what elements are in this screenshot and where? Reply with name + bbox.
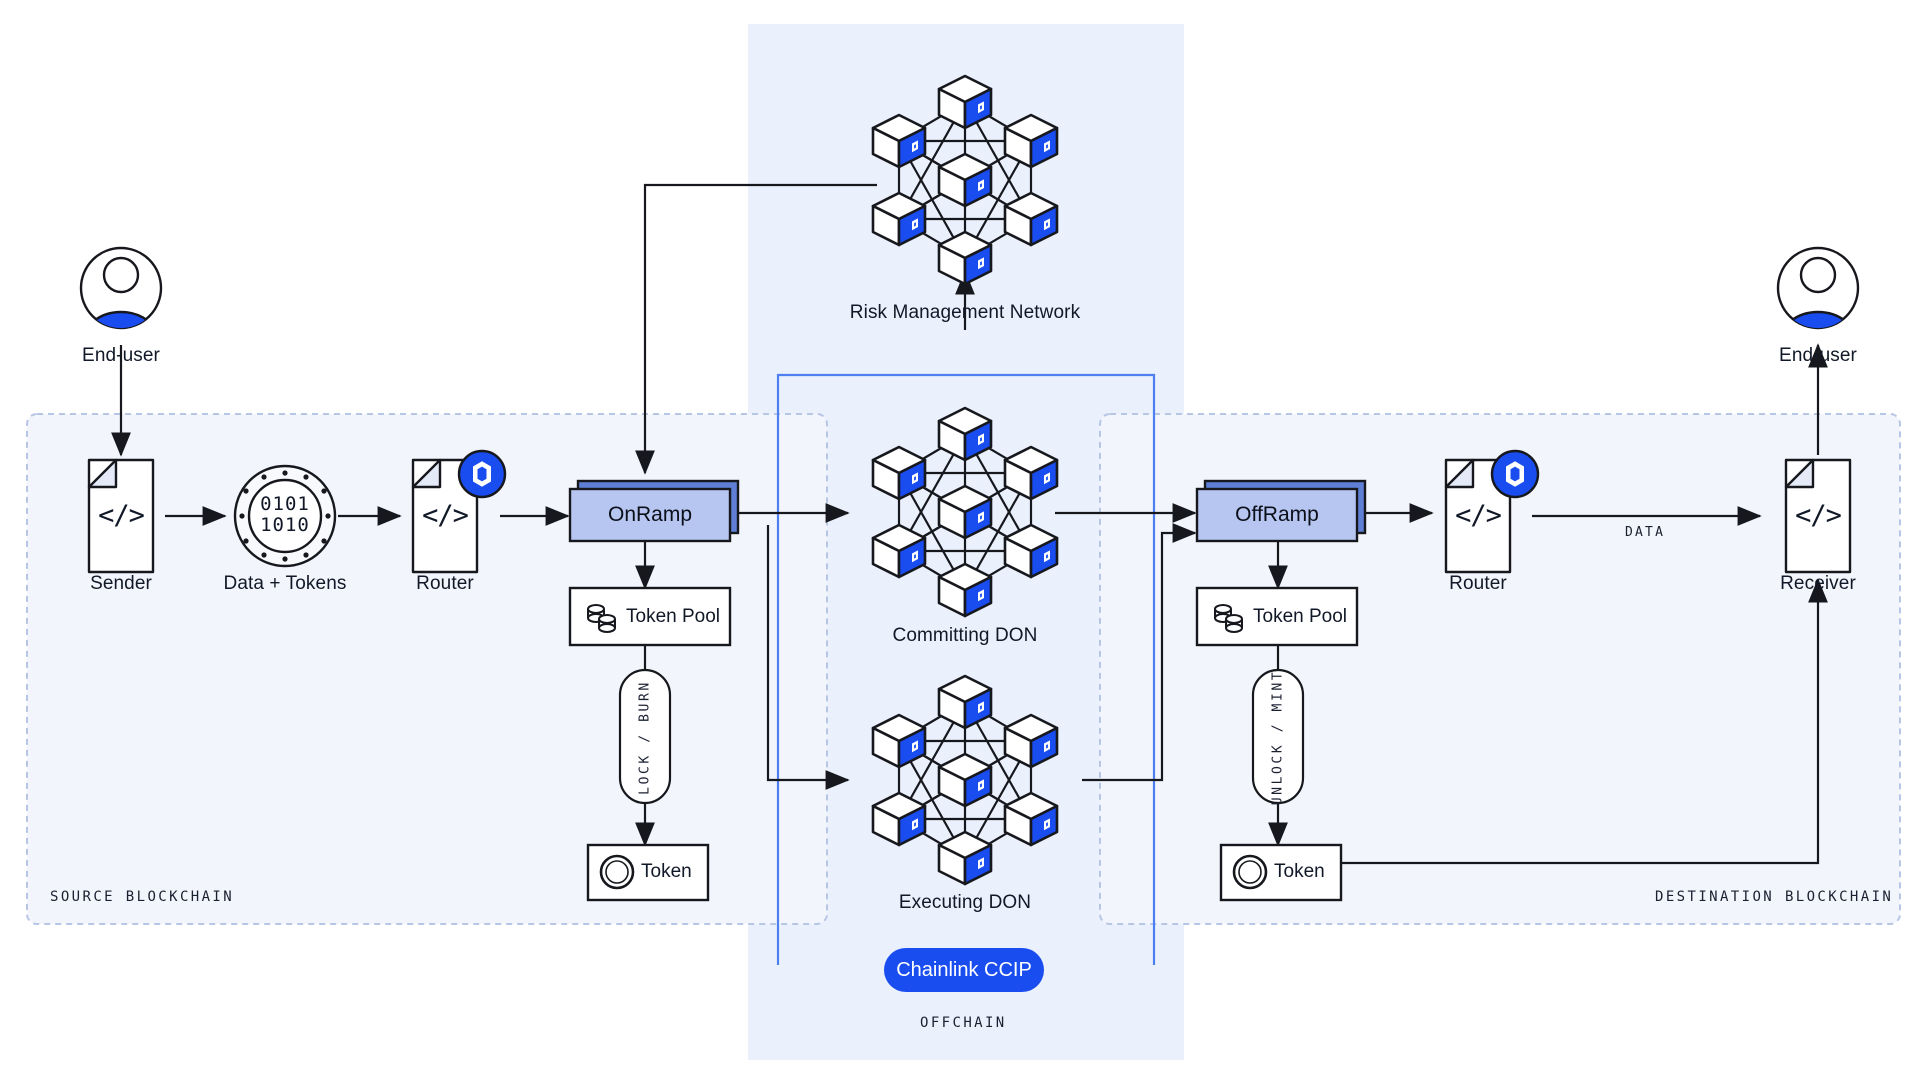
offramp-label[interactable]: OffRamp [1235, 503, 1319, 526]
end-user-destination-label: End-user [1779, 345, 1857, 366]
router-source-label: Router [416, 573, 474, 594]
offchain-zone-label: OFFCHAIN [920, 1015, 1007, 1031]
edge-rmn-onramp [635, 183, 877, 475]
token-pool-destination-box [1195, 586, 1359, 647]
receiver-code-glyph: </> [1795, 500, 1842, 531]
source-blockchain-zone-label: SOURCE BLOCKCHAIN [50, 889, 235, 905]
token-source-box [586, 843, 710, 902]
executing-don-label: Executing DON [898, 892, 1032, 913]
ccip-bracket [776, 373, 1156, 965]
router-destination-label: Router [1449, 573, 1507, 594]
token-pool-source-label: Token Pool [626, 606, 721, 627]
router-destination-document-icon [1444, 449, 1540, 574]
sender-document-icon [87, 458, 155, 574]
token-source-label: Token [641, 861, 692, 882]
chainlink-ccip-badge [884, 948, 1044, 992]
router-destination-code-glyph: </> [1455, 500, 1502, 531]
onramp-label[interactable]: OnRamp [607, 503, 693, 526]
data-tokens-label: Data + Tokens [223, 573, 347, 594]
unlock-mint-label: UNLOCK / MINT [1270, 669, 1286, 806]
edge-executing-offramp [1082, 523, 1197, 782]
receiver-label: Receiver [1780, 573, 1856, 594]
router-source-code-glyph: </> [422, 500, 469, 531]
sender-code-glyph: </> [98, 500, 145, 531]
data-flow-label: DATA [1625, 525, 1666, 540]
lock-burn-pill [618, 668, 672, 805]
edge-token-receiver [1334, 578, 1828, 865]
data-tokens-line2: 1010 [260, 514, 310, 536]
data-tokens-line1: 0101 [260, 493, 310, 515]
router-source-document-icon [411, 449, 507, 574]
committing-don-label: Committing DON [892, 625, 1038, 646]
data-tokens-binary-disc-icon [233, 464, 337, 568]
token-destination-box [1219, 843, 1343, 902]
edge-onramp-executing [766, 525, 850, 790]
offramp-stacked-box [1195, 479, 1367, 543]
token-destination-label: Token [1274, 861, 1325, 882]
risk-management-network-label: Risk Management Network [849, 302, 1081, 323]
destination-blockchain-zone-label: DESTINATION BLOCKCHAIN [1655, 889, 1894, 905]
end-user-source-label: End-user [82, 345, 160, 366]
sender-label: Sender [90, 573, 152, 594]
token-pool-source-box [568, 586, 732, 647]
token-pool-destination-label: Token Pool [1253, 606, 1348, 627]
receiver-document-icon [1784, 458, 1852, 574]
onramp-stacked-box [568, 479, 740, 543]
chainlink-ccip-label[interactable]: Chainlink CCIP [896, 959, 1032, 981]
unlock-mint-pill [1251, 668, 1305, 805]
lock-burn-label: LOCK / BURN [637, 680, 653, 795]
